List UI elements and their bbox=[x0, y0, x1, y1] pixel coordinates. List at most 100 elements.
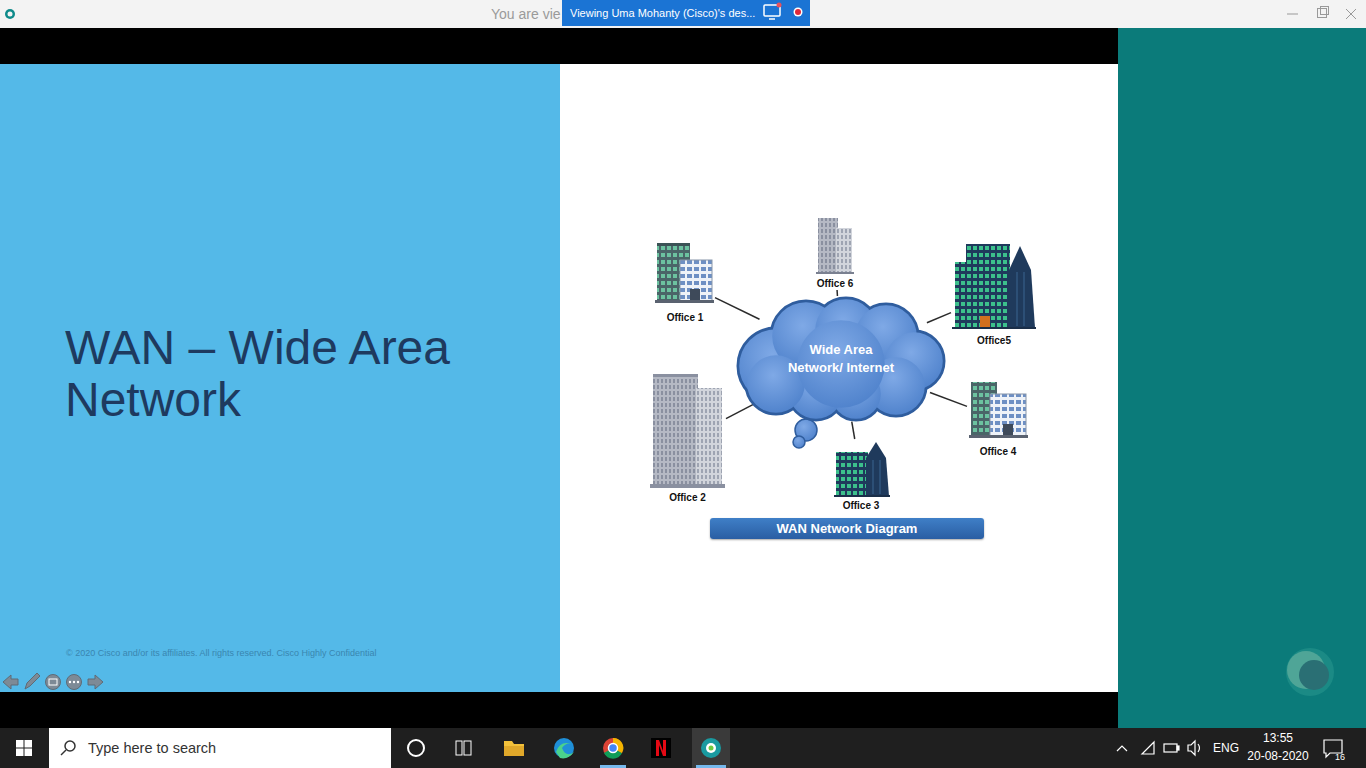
window-title-bar bbox=[1346, 9, 1356, 19]
start-button bbox=[16, 740, 24, 748]
slide bbox=[0, 64, 560, 692]
office-4-building bbox=[969, 382, 1028, 438]
slide-title: WAN – Wide Area Network bbox=[65, 322, 495, 426]
taskbar-icons bbox=[696, 765, 726, 768]
slide-toolbar bbox=[46, 675, 61, 690]
window-title-bar bbox=[8, 12, 13, 17]
network-link bbox=[927, 313, 951, 323]
node-label: Office 3 bbox=[842, 500, 881, 512]
office-5-building bbox=[952, 327, 1036, 329]
office-building: Office 1 bbox=[655, 242, 715, 324]
node-label: Office 2 bbox=[668, 492, 707, 504]
office-5-building bbox=[966, 244, 1010, 328]
office-3-building bbox=[873, 460, 874, 494]
screen-frame bbox=[1118, 28, 1366, 728]
office-3-building bbox=[834, 442, 890, 497]
taskbar bbox=[0, 728, 1366, 768]
office-6-building bbox=[818, 218, 838, 274]
share-banner bbox=[795, 9, 801, 15]
office-5-building bbox=[955, 262, 967, 328]
screen-frame bbox=[0, 692, 1118, 728]
share-banner-text: Viewing Uma Mohanty (Cisco)'s des... bbox=[570, 6, 755, 20]
start-button bbox=[16, 740, 32, 756]
office-building: Office5 bbox=[951, 242, 1037, 347]
screen-frame bbox=[0, 28, 1366, 728]
clock-time: 13:55 bbox=[1250, 731, 1306, 745]
office-6-building bbox=[836, 228, 852, 274]
office-3-building bbox=[880, 460, 881, 494]
network-link bbox=[852, 422, 855, 439]
window-title-bar bbox=[0, 0, 1366, 28]
taskbar-icons bbox=[456, 741, 462, 755]
app-logo-bubble bbox=[1286, 648, 1334, 696]
share-banner bbox=[764, 3, 803, 20]
taskbar-icons bbox=[692, 728, 730, 768]
share-banner bbox=[794, 8, 803, 17]
node-label: Wide Area Network/ Internet bbox=[785, 341, 897, 377]
taskbar-icons bbox=[701, 738, 721, 758]
system-tray bbox=[1198, 744, 1200, 752]
taskbar bbox=[49, 728, 391, 768]
slide-toolbar-dots bbox=[73, 681, 75, 683]
language-indicator: ENG bbox=[1213, 741, 1239, 755]
connector-group bbox=[715, 290, 967, 439]
notification-count: 16 bbox=[1335, 752, 1345, 762]
taskbar-icons bbox=[603, 738, 623, 758]
taskbar-icons bbox=[504, 746, 524, 756]
taskbar-icons bbox=[554, 738, 574, 758]
app-logo-bubble bbox=[1286, 648, 1334, 696]
cloud-outline bbox=[738, 298, 944, 420]
office-2-building bbox=[650, 484, 725, 488]
office-building: Office 2 bbox=[649, 373, 726, 504]
office-1-building bbox=[680, 260, 712, 301]
share-banner bbox=[777, 3, 782, 8]
share-banner bbox=[769, 18, 775, 20]
office-4-building bbox=[990, 394, 1026, 436]
office-building: Office 3 bbox=[831, 439, 891, 512]
office-building: Office 4 bbox=[967, 378, 1029, 458]
slide bbox=[0, 64, 1118, 692]
window-title-bar bbox=[0, 0, 1366, 28]
slide-toolbar-dots bbox=[77, 681, 79, 683]
clock-date: 20-08-2020 bbox=[1246, 749, 1310, 763]
taskbar-icons bbox=[609, 744, 618, 753]
copyright-note: © 2020 Cisco and/or its affiliates. All … bbox=[66, 647, 377, 659]
office-4-building bbox=[969, 435, 1028, 438]
office-1-building bbox=[655, 300, 714, 303]
office-3-building bbox=[836, 452, 868, 496]
slide-toolbar-dots bbox=[49, 679, 57, 685]
start-button bbox=[16, 749, 24, 757]
network-link bbox=[930, 392, 967, 406]
slide-toolbar-dots bbox=[49, 679, 79, 685]
cloud-outline bbox=[736, 296, 946, 422]
cloud-thought-bubbles bbox=[793, 419, 817, 448]
office-4-building bbox=[1003, 424, 1013, 436]
slide-toolbar-dots bbox=[69, 681, 71, 683]
office-3-building bbox=[834, 495, 890, 497]
slide bbox=[560, 64, 1118, 692]
start-button bbox=[25, 749, 33, 757]
taskbar bbox=[0, 728, 1366, 768]
office-1-building bbox=[655, 243, 714, 303]
cloud-thought-bubbles bbox=[793, 436, 805, 448]
office-5-building bbox=[952, 244, 1036, 329]
system-tray bbox=[1188, 741, 1195, 755]
window-title-bar bbox=[5, 9, 15, 19]
taskbar-icons bbox=[651, 738, 671, 758]
office-2-building bbox=[653, 374, 698, 377]
office-5-building bbox=[1017, 272, 1018, 326]
taskbar-icons bbox=[600, 765, 626, 768]
taskbar-icons bbox=[556, 743, 574, 758]
node-label: WAN Network Diagram bbox=[769, 521, 926, 537]
network-link bbox=[836, 290, 838, 296]
taskbar-icons bbox=[464, 741, 471, 755]
network-link bbox=[715, 298, 759, 320]
node-label: Office 1 bbox=[666, 312, 705, 324]
taskbar bbox=[65, 741, 75, 751]
taskbar-icons bbox=[408, 728, 730, 768]
slide-toolbar bbox=[3, 675, 18, 689]
system-tray bbox=[1117, 746, 1127, 751]
taskbar-icons bbox=[408, 740, 424, 756]
taskbar-icons bbox=[706, 743, 716, 753]
